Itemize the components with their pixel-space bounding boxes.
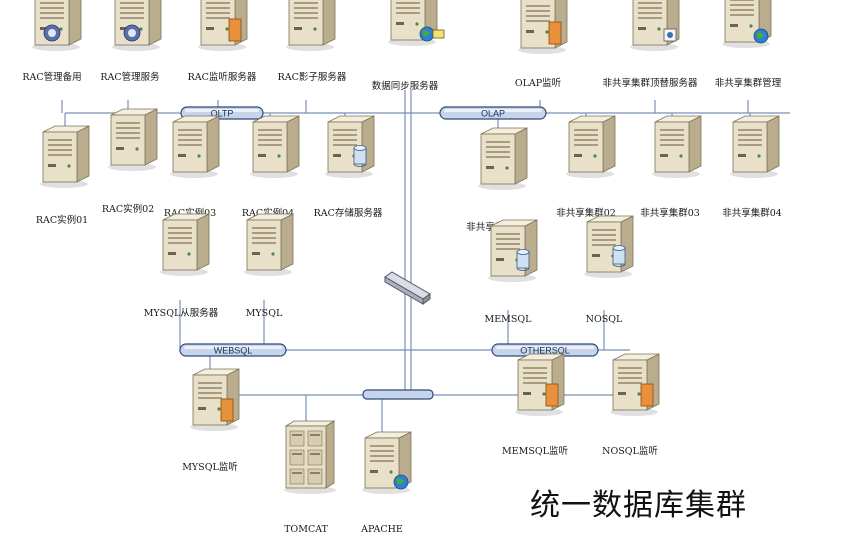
server-memsql: MEMSQL [485,219,538,325]
bus-olap: OLAP [439,106,547,120]
server-rac-listener: RAC监听服务器 [188,0,257,83]
server-apache: APACHE [360,431,412,535]
server-label: 非共享集群04 [722,207,782,219]
server-rac-storage: RAC存储服务器 [314,115,383,219]
server-label: MEMSQL监听 [502,445,568,457]
server-label: RAC监听服务器 [188,71,257,83]
server-label: MYSQL监听 [182,461,238,473]
server-label: NOSQL监听 [602,445,658,457]
server-label: MEMSQL [485,314,533,325]
server-nonshared-02: 非共享集群02 [556,115,616,219]
server-label: 非共享集群顶替服务器 [602,77,698,89]
server-rac-mgmt-service: RAC管理服务 [100,0,162,83]
server-label: 非共享集群03 [640,207,700,219]
bus-websql: WEBSQL [179,343,287,357]
server-rac-inst-04: RAC实例04 [242,115,300,219]
server-label: RAC实例01 [36,214,88,226]
server-nonshared-standby: 非共享集群顶替服务器 [602,0,698,89]
server-nonshared-04: 非共享集群04 [722,115,782,219]
listener-icon [548,21,562,45]
server-label: MYSQL从服务器 [144,307,219,319]
bus-othersql: OTHERSQL [491,343,599,357]
bus-highlight [184,346,282,349]
central-switch [384,271,431,305]
bus-label: WEBSQL [214,346,253,356]
server-label: RAC影子服务器 [278,71,347,83]
server-mysql: MYSQL [244,213,294,319]
bus-highlight [185,109,259,112]
server-label: NOSQL [586,314,623,325]
server-label: APACHE [360,524,403,535]
server-tomcat: TOMCAT [284,420,336,535]
bus-label: OTHERSQL [520,346,570,356]
server-nosql-listener: NOSQL监听 [602,353,660,457]
server-mysql-listener: MYSQL监听 [182,368,240,473]
bus-label: OLTP [211,109,234,119]
server-label: TOMCAT [284,524,328,535]
server-label: 非共享集群管理 [715,77,782,89]
server-nonshared-03: 非共享集群03 [640,115,702,219]
server-rac-shadow: RAC影子服务器 [278,0,347,83]
server-label: RAC管理服务 [100,71,160,83]
diagram-title: 统一数据库集群 [530,488,747,523]
user-icon [128,29,136,37]
server-rac-mgmt-backup: RAC管理备用 [22,0,82,83]
server-label: RAC管理备用 [22,71,81,83]
server-rac-inst-01: RAC实例01 [36,125,90,226]
server-rac-inst-02: RAC实例02 [102,108,158,215]
server-nonshared-01: 非共享集群01 [466,127,528,233]
user-icon [48,29,56,37]
bus-highlight [444,109,542,112]
server-nonshared-mgmt: 非共享集群管理 [715,0,782,89]
server-label: MYSQL [246,308,283,319]
server-label: 数据同步服务器 [372,80,439,92]
folder-icon [432,29,445,39]
server-rac-inst-03: RAC实例03 [164,115,220,219]
listener-icon [545,383,559,407]
listener-icon [640,383,654,407]
server-memsql-listener: MEMSQL监听 [502,353,568,457]
server-olap-listener: OLAP监听 [515,0,568,89]
bottom-hub [362,389,434,400]
bus-label: OLAP [481,109,505,119]
server-label: RAC实例02 [102,203,154,215]
server-label: RAC存储服务器 [314,207,383,219]
server-mysql-slave: MYSQL从服务器 [144,213,219,319]
listener-icon [228,18,242,42]
server-data-sync: 数据同步服务器 [372,0,445,92]
server-label: OLAP监听 [515,77,562,89]
listener-icon [220,398,234,422]
bus-highlight [496,346,594,349]
server-nosql: NOSQL [584,215,634,325]
